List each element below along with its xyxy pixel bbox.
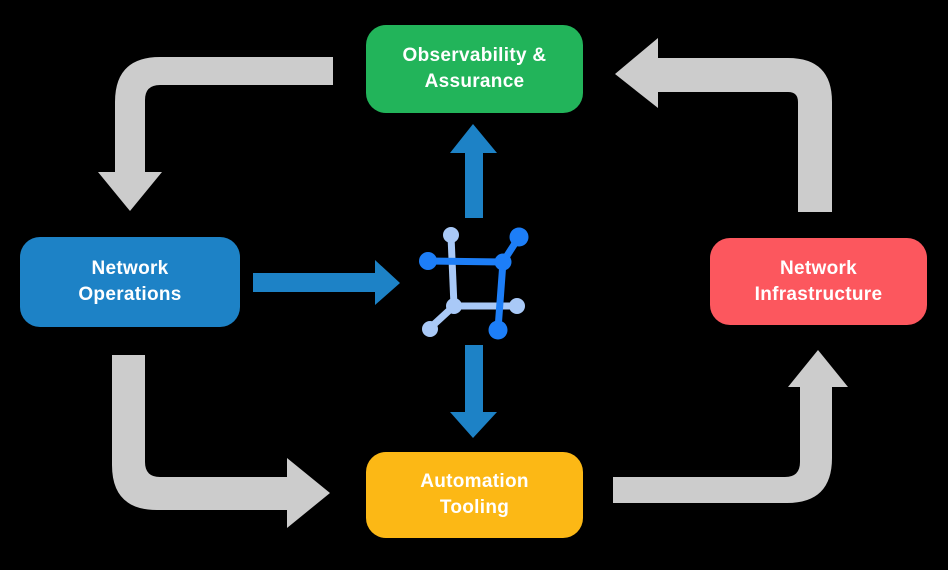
- icon-node-dot: [509, 227, 529, 247]
- node-label-line: Observability &: [402, 45, 547, 67]
- node-label-line: Assurance: [424, 71, 525, 92]
- icon-link-line: [494, 258, 507, 333]
- icon-dark-nodes: [419, 227, 529, 340]
- icon-link-line: [424, 257, 507, 266]
- node-observability-assurance: Observability & Assurance: [366, 25, 583, 113]
- node-label-line: Tooling: [439, 497, 510, 518]
- arrow-center-to-automation: [450, 345, 497, 438]
- arrow-yellow-to-red: [613, 350, 848, 503]
- network-automation-icon: [419, 227, 529, 340]
- icon-node-dot: [494, 253, 512, 271]
- icon-node-dot: [446, 298, 462, 314]
- icon-link-line: [447, 232, 458, 310]
- arrow-green-to-blue: [98, 57, 333, 211]
- arrow-red-to-green: [615, 38, 832, 212]
- node-network-operations: Network Operations: [20, 237, 240, 327]
- node-network-infrastructure: Network Infrastructure: [710, 238, 927, 325]
- icon-node-dot: [443, 227, 459, 243]
- icon-node-dot: [422, 321, 438, 337]
- icon-light-nodes: [422, 227, 525, 337]
- node-label-line: Automation: [420, 471, 529, 493]
- node-label-line: Network: [779, 257, 858, 279]
- node-label-line: Operations: [78, 284, 182, 305]
- cycle-arrows: [98, 38, 848, 528]
- icon-node-dot: [488, 320, 508, 340]
- node-label-line: Infrastructure: [754, 283, 883, 305]
- node-label-line: Network: [91, 258, 169, 280]
- icon-node-dot: [419, 252, 437, 270]
- arrow-center-to-observability: [450, 124, 497, 218]
- arrow-operations-to-center: [253, 260, 400, 305]
- icon-node-dot: [509, 298, 525, 314]
- arrow-blue-to-yellow: [112, 355, 330, 528]
- center-flow-arrows: [253, 124, 497, 438]
- node-automation-tooling: Automation Tooling: [366, 452, 583, 538]
